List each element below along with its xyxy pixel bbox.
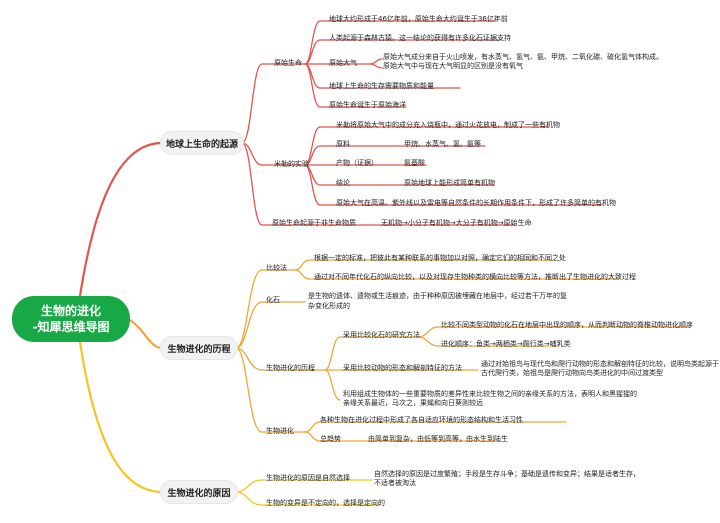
node-fossil-order[interactable]: 比较不同类型动物的化石在地层中出现的顺序，从而判断动物的脊椎动物进化顺序 [441,321,693,329]
node-miller-experiment[interactable]: 米勒的实验 [274,160,309,168]
node-primitive-ocean[interactable]: 原始生命诞生于原始海洋 [329,101,406,109]
node-archaeopteryx-line2[interactable]: 古代爬行类，始祖鸟是爬行动物向鸟类进化的中间过渡类型 [481,369,663,377]
node-morphology-method[interactable]: 采用比较动物的形态和解剖特征的方法 [343,364,462,372]
node-archaeopteryx-line1[interactable]: 通过对始祖鸟与现代鸟和爬行动物的形态和解剖特征的比较，说明鸟类起源于 [481,360,719,368]
connector-root-process [128,318,164,350]
node-nonliving-origin[interactable]: 原始生命起源于非生命物质 [272,219,356,227]
node-atmosphere-difference[interactable]: 原始大气中与现在大气明显的区别是没有氧气 [383,62,523,70]
node-miller-conclusion[interactable]: 原始地球上能形成简单有机物 [404,179,495,187]
node-evolution-history[interactable]: 生物进化的历程 [266,364,315,372]
node-human-origin[interactable]: 人类起源于森林古猿。这一结论的获得有许多化石证据支持 [329,34,511,42]
node-primitive-atmosphere[interactable]: 原始大气 [329,59,357,67]
node-matter-energy[interactable]: 地球上生命的生存需要物质和能量 [329,82,434,90]
node-miller-materials[interactable]: 甲烷、水蒸气、氢、氨等 [404,140,481,148]
root-node[interactable]: 生物的进化 -知犀思维导图 [12,296,130,342]
node-primitive-life[interactable]: 原始生命 [274,59,302,67]
connector-root-origin [78,141,164,298]
node-trend-detail[interactable]: 由简单到复杂，由低等到高等，由水生到陆生 [368,435,508,443]
node-atmosphere-composition[interactable]: 原始大气成分来自于火山喷发，有水蒸气、氢气、氨、甲烷、二氧化碳、硫化氢气体构成。 [383,53,663,61]
node-selection-line1[interactable]: 自然选择的原因是过度繁殖；手段是生存斗争；基础是遗传和变异；结果是适者生存， [374,470,640,478]
node-adaptation[interactable]: 各种生物在进化过程中形成了各自适应环境的形态结构和生活习性 [320,416,523,424]
topic-causes[interactable]: 生物进化的原因 [160,480,238,504]
topic-origin[interactable]: 地球上生命的起源 [160,131,244,155]
node-general-trend[interactable]: 总趋势 [320,435,341,443]
node-earth-age[interactable]: 地球大约形成于46亿年前，原始生命大约诞生于36亿年前 [329,15,508,23]
connector-root-causes [78,340,164,494]
node-biological-evolution[interactable]: 生物进化 [266,427,294,435]
node-miller-materials-label[interactable]: 原料 [336,140,350,148]
node-fossil-definition-line1[interactable]: 是生物的遗体、遗物或生活痕迹，由于种种原因被埋藏在地层中，经过若干万年的复 [308,292,567,300]
node-nonliving-detail[interactable]: 无机物→小分子有机物→大分子有机物→原始生命 [381,219,532,227]
topic-process[interactable]: 生物进化的历程 [160,336,238,360]
node-miller-procedure[interactable]: 米勒将原始大气中的成分充入烧瓶中，通过火花放电，制成了一些有机物 [336,121,560,129]
node-miller-product-label[interactable]: 产物（证据） [336,159,378,167]
node-evolution-sequence[interactable]: 进化顺序：鱼类→两栖类→爬行类→哺乳类 [441,340,571,348]
node-comparison-method[interactable]: 比较法 [266,264,287,272]
node-natural-selection[interactable]: 生物进化的原因是自然选择 [266,474,350,482]
node-miller-note[interactable]: 原始大气在高温、紫外线以及雷电等自然条件的长期作用条件下，形成了许多简单的有机物 [336,199,616,207]
root-subtitle: -知犀思维导图 [32,320,110,334]
node-fossil-definition-line2[interactable]: 杂变化形成的 [308,302,350,310]
node-miller-product[interactable]: 氨基酸 [404,159,425,167]
node-variation-direction[interactable]: 生物的变异是不定向的，选择是定向的 [266,499,385,507]
node-comparison-definition[interactable]: 根据一定的标准，把彼此有某种联系的事物加以对照，确定它们的相同和不同之处 [314,254,566,262]
node-fossil-comparison-method[interactable]: 采用比较化石的研究方法 [343,331,420,339]
node-comparison-application[interactable]: 通过对不同年代化石的纵向比较，以及对现存生物种类的横向比较等方法，推断出了生物进… [314,273,636,281]
node-selection-line2[interactable]: 不适者被淘汰 [374,479,416,487]
node-miller-conclusion-label[interactable]: 结论 [336,179,350,187]
node-protein-method-line1[interactable]: 利用组成生物体的一些重要物质的差异性来比较生物之间的亲缘关系的方法，表明人和黑猩… [343,390,637,398]
node-protein-method-line2[interactable]: 亲缘关系最近，马次之，果蝇和向日葵则较远 [343,399,483,407]
root-title: 生物的进化 [40,304,101,318]
node-fossil[interactable]: 化石 [266,296,280,304]
